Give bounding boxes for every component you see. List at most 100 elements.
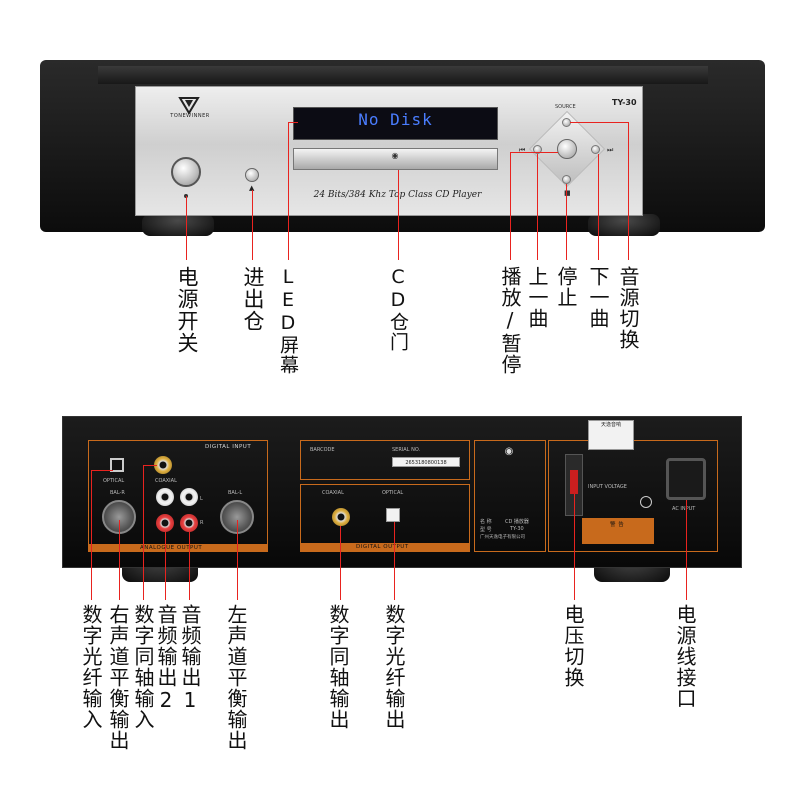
label-optical-output: 数字光纤输出 bbox=[382, 604, 406, 730]
disc-tray[interactable] bbox=[293, 148, 498, 170]
r-channel-mark: R bbox=[200, 520, 204, 526]
optical-out-label: OPTICAL bbox=[382, 490, 404, 496]
coaxial-input-port[interactable] bbox=[154, 456, 172, 474]
callout-line-optical-out bbox=[394, 522, 395, 600]
model-value-back: TY-30 bbox=[510, 526, 524, 532]
callout-line-out2 bbox=[165, 532, 166, 600]
label-right-balanced-output: 右声道平衡输出 bbox=[106, 604, 130, 751]
label-coaxial-input: 数字同轴输入 bbox=[131, 604, 155, 730]
l-channel-mark: L bbox=[200, 496, 203, 502]
callout-line-source bbox=[628, 122, 629, 260]
power-button[interactable] bbox=[171, 157, 201, 187]
bal-r-label: BAL-R bbox=[110, 490, 125, 496]
callout-line-ac-inlet bbox=[686, 500, 687, 600]
analogue-output-bar bbox=[88, 544, 268, 552]
label-power-switch: 电源开关 bbox=[175, 266, 199, 354]
callout-line-voltage bbox=[574, 494, 575, 600]
source-label: SOURCE bbox=[555, 104, 576, 110]
display-text: No Disk bbox=[358, 110, 433, 129]
voltage-label: INPUT VOLTAGE bbox=[588, 484, 627, 490]
callout-line-coax-out bbox=[340, 526, 341, 600]
callout-line-coax-in-h bbox=[143, 465, 157, 466]
spec-text: 24 Bits/384 Khz Top Class CD Player bbox=[313, 190, 482, 200]
coaxial-out-label: COAXIAL bbox=[322, 490, 344, 496]
label-previous-track: 上一曲 bbox=[525, 266, 549, 329]
coaxial-output-port[interactable] bbox=[332, 508, 350, 526]
analogue-section bbox=[88, 440, 268, 552]
front-right-foot bbox=[588, 214, 660, 236]
optical-in-label: OPTICAL bbox=[103, 478, 125, 484]
label-play-pause: 播放/暂停 bbox=[498, 266, 522, 375]
play-pause-center-button[interactable] bbox=[557, 139, 577, 159]
serial-sticker: 2653180800138 bbox=[392, 457, 460, 467]
name-label: 名 称 bbox=[480, 519, 492, 525]
disc-digital-audio-logo-icon: ◉ bbox=[504, 446, 514, 457]
label-led-screen: LED屏幕 bbox=[277, 266, 299, 375]
serial-label: SERIAL NO. bbox=[392, 447, 421, 453]
callout-line-next bbox=[598, 154, 599, 260]
brand-sticker: 天逸音响 bbox=[588, 420, 634, 450]
ac-input-label: AC INPUT bbox=[672, 506, 696, 512]
eject-button[interactable] bbox=[245, 168, 259, 182]
callout-line-led-h bbox=[288, 122, 298, 123]
label-power-inlet: 电源线接口 bbox=[673, 604, 697, 709]
model-label-back: 型 号 bbox=[480, 527, 492, 533]
coaxial-in-label: COAXIAL bbox=[155, 478, 177, 484]
callout-line-source-h bbox=[570, 122, 628, 123]
brand-name: TONEWINNER bbox=[170, 113, 210, 119]
previous-icon: ⏮ bbox=[519, 146, 526, 154]
bal-l-label: BAL-L bbox=[228, 490, 243, 496]
ground-icon bbox=[640, 496, 652, 508]
callout-line-coax-in bbox=[143, 465, 144, 600]
label-voltage-switch: 电压切换 bbox=[561, 604, 585, 688]
eject-icon: ▲ bbox=[249, 184, 255, 192]
front-top-cover bbox=[98, 66, 708, 84]
callout-line-optical-in bbox=[91, 470, 92, 600]
optical-output-port[interactable] bbox=[386, 508, 400, 522]
callout-line-prev bbox=[537, 154, 538, 260]
brand-logo-icon bbox=[178, 97, 200, 114]
disc-logo-icon: ◉ bbox=[391, 151, 399, 160]
analogue-output-title: ANALOGUE OUTPUT bbox=[140, 545, 203, 551]
digital-output-bar bbox=[300, 543, 470, 552]
callout-line-bal-l bbox=[237, 520, 238, 600]
callout-line-play bbox=[510, 152, 511, 260]
front-left-foot bbox=[142, 214, 214, 236]
label-optical-input: 数字光纤输入 bbox=[79, 604, 103, 730]
voltage-switch[interactable] bbox=[570, 470, 578, 494]
callout-line-play-h bbox=[510, 152, 558, 153]
callout-line-bal-r bbox=[119, 520, 120, 600]
digital-output-title: DIGITAL OUTPUT bbox=[356, 544, 409, 550]
label-eject: 进出仓 bbox=[241, 266, 265, 332]
callout-line-out1 bbox=[189, 532, 190, 600]
warning-label: 警 告 bbox=[610, 522, 625, 528]
rca-out2-right[interactable] bbox=[156, 514, 174, 532]
label-coaxial-output: 数字同轴输出 bbox=[326, 604, 350, 730]
barcode-box bbox=[300, 440, 470, 480]
info-label-box bbox=[474, 440, 546, 552]
company-name: 广州天逸电子有限公司 bbox=[480, 535, 525, 540]
label-next-track: 下一曲 bbox=[586, 266, 610, 329]
next-icon: ⏭ bbox=[607, 146, 614, 154]
optical-input-port[interactable] bbox=[110, 458, 124, 472]
previous-track-button[interactable] bbox=[533, 145, 542, 154]
stop-icon: ■ bbox=[564, 189, 571, 197]
label-audio-output-1: 音频输出1 bbox=[178, 604, 202, 713]
callout-line-tray bbox=[398, 170, 399, 260]
stop-button[interactable] bbox=[562, 175, 571, 184]
rca-out1-left[interactable] bbox=[180, 488, 198, 506]
rca-out1-right[interactable] bbox=[180, 514, 198, 532]
iec-power-inlet[interactable] bbox=[666, 458, 706, 500]
warning-plate bbox=[582, 518, 654, 544]
digital-input-title: DIGITAL INPUT bbox=[205, 444, 252, 450]
label-stop: 停止 bbox=[554, 266, 578, 308]
rca-out2-left[interactable] bbox=[156, 488, 174, 506]
callout-line-power bbox=[186, 196, 187, 260]
barcode-label: BARCODE bbox=[310, 447, 335, 453]
callout-line-led bbox=[288, 122, 289, 260]
callout-line-stop bbox=[566, 184, 567, 260]
name-value: CD 播放器 bbox=[505, 519, 529, 525]
label-left-balanced-output: 左声道平衡输出 bbox=[224, 604, 248, 751]
next-track-button[interactable] bbox=[591, 145, 600, 154]
